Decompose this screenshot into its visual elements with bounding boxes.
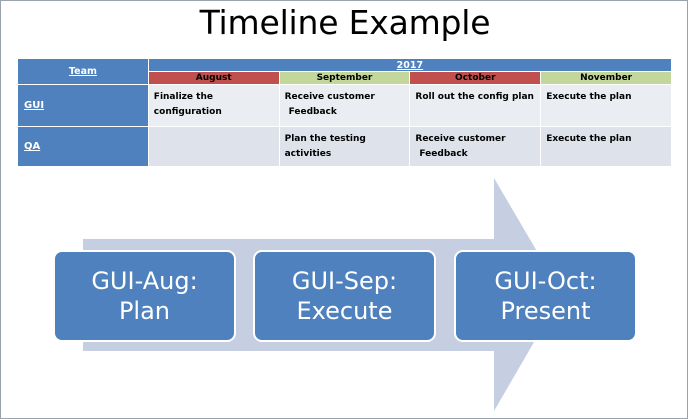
task-line-1: Receive customer (415, 134, 506, 144)
team-label-qa: QA (17, 126, 149, 167)
year-header-cell: 2017 (147, 58, 673, 72)
team-header-cell: Team (17, 58, 149, 85)
table-row: QA Plan the testing activities Receive c… (17, 126, 672, 167)
task-line-1: Plan the testing activities (284, 134, 366, 159)
task-cell-qa-october: Receive customer Feedback (409, 126, 542, 167)
task-line-1: Finalize the configuration (153, 92, 222, 117)
task-line-1: Execute the plan (546, 92, 632, 102)
month-header-november: November (540, 71, 672, 85)
task-cell-gui-august: Finalize the configuration (147, 84, 280, 127)
team-name: QA (24, 141, 41, 152)
task-cell-gui-september: Receive customer Feedback (278, 84, 411, 127)
team-header-label: Team (68, 66, 97, 77)
task-line-1: Roll out the config plan (415, 92, 534, 102)
team-label-gui: GUI (17, 84, 149, 127)
page-title: Timeline Example (199, 3, 491, 42)
phase-line-1: GUI-Aug: (91, 267, 198, 295)
task-line-1: Receive customer (284, 92, 375, 102)
task-line-2: Feedback (419, 149, 468, 159)
phase-label: GUI-Sep: Execute (292, 266, 397, 326)
phase-line-2: Execute (296, 297, 393, 325)
phase-line-1: GUI-Sep: (291, 267, 398, 295)
phase-label: GUI-Aug: Plan (91, 266, 197, 326)
task-cell-qa-november: Execute the plan (540, 126, 672, 167)
task-cell-gui-october: Roll out the config plan (409, 84, 542, 127)
year-header-label: 2017 (396, 59, 424, 71)
phase-line-1: GUI-Oct: (494, 267, 597, 295)
table-header-row: Team 2017 (17, 58, 673, 85)
task-cell-gui-november: Execute the plan (540, 84, 672, 127)
phase-box-gui-sep[interactable]: GUI-Sep: Execute (253, 250, 436, 342)
task-cell-qa-september: Plan the testing activities (278, 126, 411, 167)
phase-line-2: Present (500, 297, 591, 325)
month-header-october: October (409, 71, 542, 85)
phase-line-2: Plan (118, 297, 171, 325)
team-name: GUI (24, 100, 45, 111)
phase-label: GUI-Oct: Present (494, 266, 596, 326)
month-header-september: September (278, 71, 411, 85)
task-cell-qa-august (147, 126, 280, 167)
timeline-table: Team 2017 August September October Novem… (17, 58, 673, 167)
task-line-2: Feedback (288, 107, 337, 117)
phase-box-gui-oct[interactable]: GUI-Oct: Present (454, 250, 637, 342)
table-row: GUI Finalize the configuration Receive c… (17, 84, 672, 127)
task-line-1: Execute the plan (546, 134, 632, 144)
phase-box-gui-aug[interactable]: GUI-Aug: Plan (53, 250, 236, 342)
month-header-august: August (147, 71, 280, 85)
